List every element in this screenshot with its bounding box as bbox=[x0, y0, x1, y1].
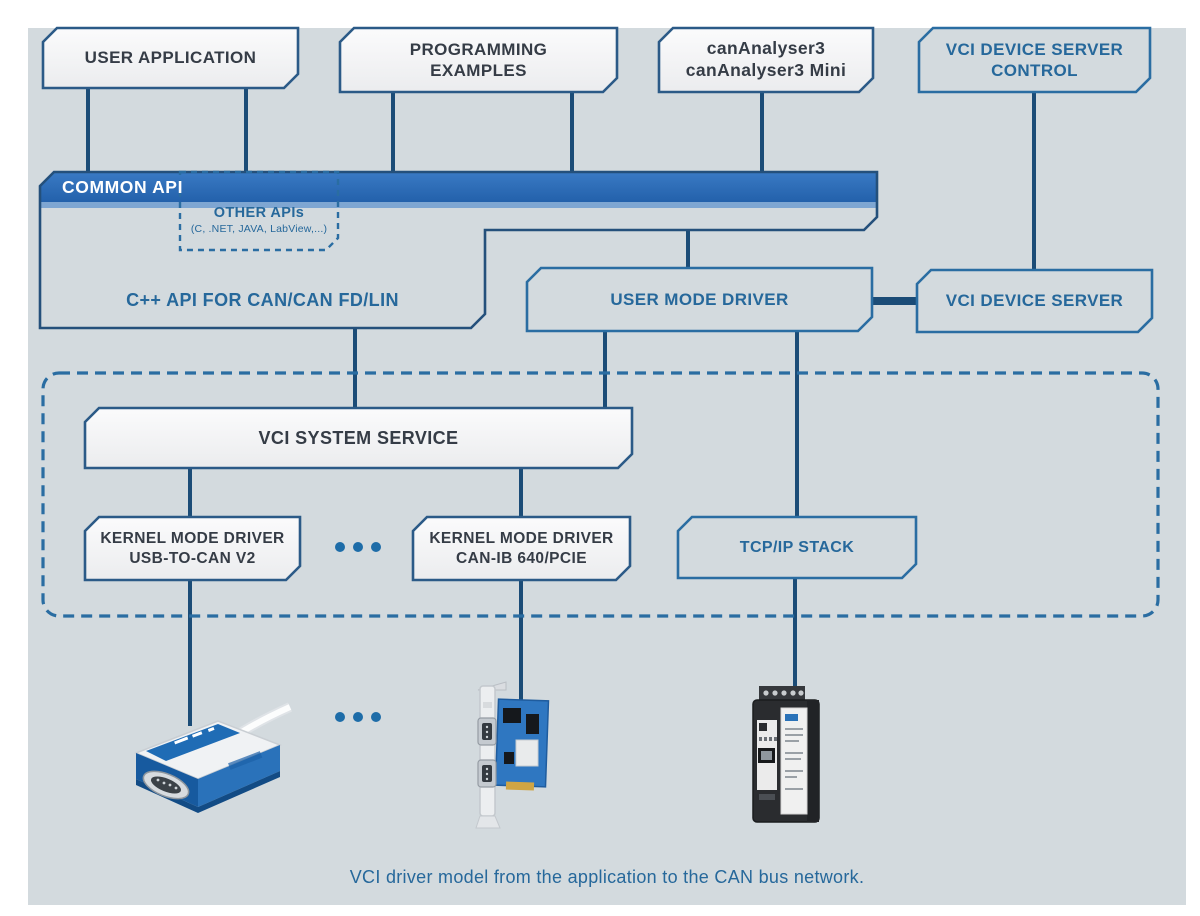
kernel-mode-driver-canib-box bbox=[411, 515, 632, 582]
tcpip-stack-box bbox=[676, 515, 918, 580]
common-api-bar-strip bbox=[40, 202, 877, 208]
vci-device-server-control-box bbox=[917, 26, 1152, 94]
connector-lines bbox=[86, 88, 1036, 726]
can-ethernet-gateway-device-icon bbox=[752, 686, 820, 823]
kernel-mode-driver-usb-box bbox=[83, 515, 302, 582]
vci-system-service-box bbox=[83, 406, 634, 470]
programming-examples-box bbox=[338, 26, 619, 94]
cananalyser-box bbox=[657, 26, 875, 94]
cpp-api-container-outline bbox=[38, 170, 879, 330]
vci-device-server-box bbox=[915, 268, 1154, 334]
user-application-box bbox=[41, 26, 300, 90]
cpp-api-container bbox=[40, 172, 877, 328]
usb-to-can-v2-device-icon bbox=[134, 702, 293, 813]
common-api-bar bbox=[40, 172, 877, 202]
ellipsis-dots-lower-icon bbox=[335, 712, 381, 722]
kernel-space-dashed-boundary bbox=[41, 371, 1160, 618]
ellipsis-dots-upper-icon bbox=[335, 542, 381, 552]
can-ib-640-pcie-device-icon bbox=[475, 681, 550, 829]
user-mode-driver-box bbox=[525, 266, 874, 333]
other-apis-dashed-box bbox=[178, 170, 340, 252]
